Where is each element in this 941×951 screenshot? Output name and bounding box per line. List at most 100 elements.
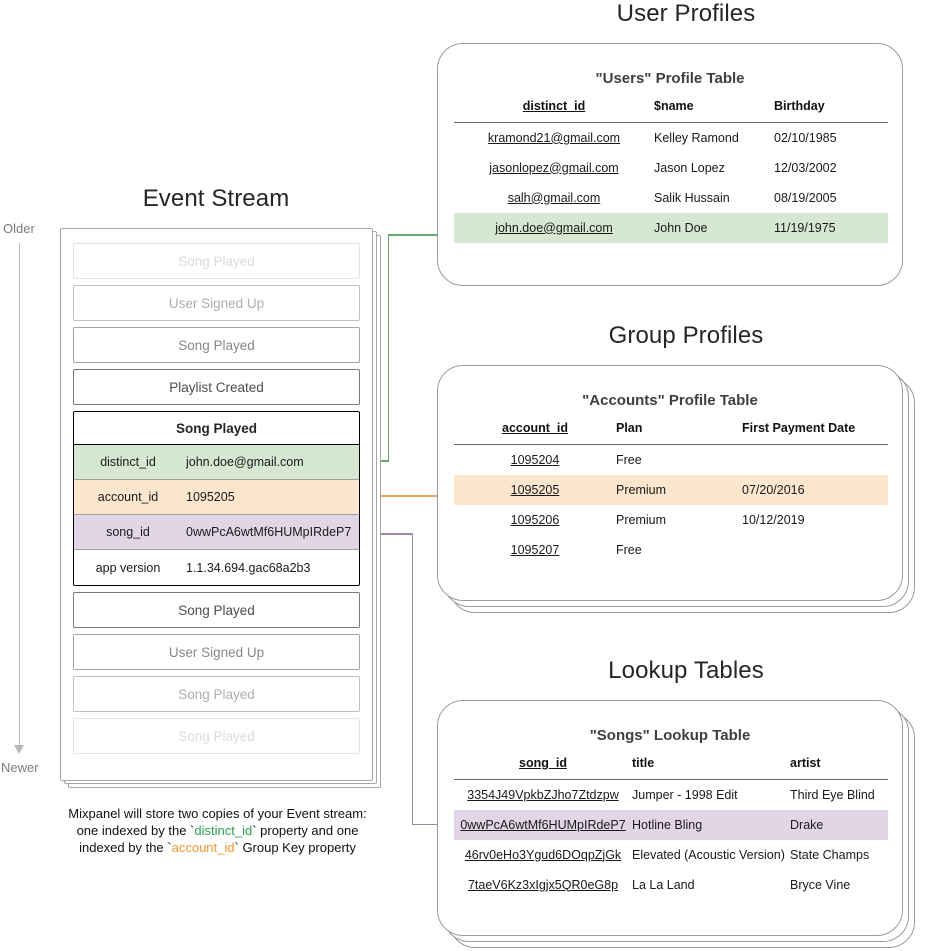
event-stream-caption: Mixpanel will store two copies of your E… xyxy=(36,805,399,856)
songs-table: song_id title artist 3354J49VpkbZJho7Ztd… xyxy=(454,756,888,900)
caption-line-3-post: ` Group Key property xyxy=(234,840,356,855)
table-row[interactable]: 1095207 Free xyxy=(454,535,888,565)
event-property-key: song_id xyxy=(106,525,150,539)
accounts-first-payment-cell xyxy=(742,445,888,475)
accounts-plan-cell: Free xyxy=(616,452,642,467)
table-row[interactable]: salh@gmail.com Salik Hussain 08/19/2005 xyxy=(454,183,888,213)
songs-col-header: title xyxy=(632,756,790,780)
songs-title-cell: La La Land xyxy=(632,877,695,892)
songs-artist-cell: Bryce Vine xyxy=(790,877,851,892)
songs-artist-cell: State Champs xyxy=(790,847,870,862)
users-table-card: "Users" Profile Table distinct_id $name … xyxy=(437,43,903,286)
users-distinct-id-cell: salh@gmail.com xyxy=(507,190,601,205)
event-property-value: 1095205 xyxy=(186,490,235,504)
table-row[interactable]: 1095204 Free xyxy=(454,445,888,475)
event-stream-title: Event Stream xyxy=(142,185,290,212)
event-property-value: 1.1.34.694.gac68a2b3 xyxy=(186,560,311,575)
accounts-id-cell: 1095206 xyxy=(510,512,560,527)
table-header-row: distinct_id $name Birthday xyxy=(454,99,888,123)
users-birthday-cell: 12/03/2002 xyxy=(774,160,837,175)
table-header-row: account_id Plan First Payment Date xyxy=(454,421,888,445)
users-name-cell: Jason Lopez xyxy=(654,160,725,175)
accounts-table-card-wrap: "Accounts" Profile Table account_id Plan… xyxy=(437,365,915,613)
table-row[interactable]: 3354J49VpkbZJho7Ztdzpw Jumper - 1998 Edi… xyxy=(454,780,888,810)
table-row-highlighted[interactable]: 1095205 Premium 07/20/2016 xyxy=(454,474,888,505)
accounts-col-header: account_id xyxy=(454,421,616,445)
accounts-first-payment-cell xyxy=(742,535,888,565)
songs-title-cell: Elevated (Acoustic Version) xyxy=(632,847,785,862)
users-table: distinct_id $name Birthday kramond21@gma… xyxy=(454,99,888,243)
table-row-highlighted[interactable]: john.doe@gmail.com John Doe 11/19/1975 xyxy=(454,212,888,243)
accounts-id-cell: 1095207 xyxy=(510,542,560,557)
event-property-row: account_id 1095205 xyxy=(74,480,359,515)
event-property-row: distinct_id john.doe@gmail.com xyxy=(74,445,359,480)
accounts-col-header: First Payment Date xyxy=(742,421,888,445)
event-property-key: account_id xyxy=(97,490,159,504)
table-row[interactable]: 46rv0eHo3Ygud6DOqpZjGk Elevated (Acousti… xyxy=(454,840,888,870)
songs-artist-cell: Third Eye Blind xyxy=(790,787,875,802)
accounts-col-header: Plan xyxy=(616,421,742,445)
users-table-card-wrap: "Users" Profile Table distinct_id $name … xyxy=(437,43,903,286)
accounts-table-title: "Accounts" Profile Table xyxy=(582,392,758,409)
accounts-first-payment-cell: 07/20/2016 xyxy=(742,474,888,505)
timeline-arrow-icon xyxy=(14,745,24,754)
songs-title-cell: Hotline Bling xyxy=(632,809,790,840)
accounts-plan-cell: Free xyxy=(616,542,642,557)
timeline-newer-label: Newer xyxy=(1,760,39,775)
event-property-row: song_id 0wwPcA6wtMf6HUMpIRdeP7 xyxy=(74,515,359,550)
event-property-value: john.doe@gmail.com xyxy=(186,455,304,469)
table-row[interactable]: 7taeV6Kz3xIgjx5QR0eG8p La La Land Bryce … xyxy=(454,870,888,900)
event-item[interactable]: Playlist Created xyxy=(73,369,360,405)
songs-col-header: song_id xyxy=(454,756,632,780)
selected-event-name: Song Played xyxy=(74,412,359,445)
users-birthday-cell: 11/19/1975 xyxy=(774,212,888,243)
selected-event-card[interactable]: Song Played distinct_id john.doe@gmail.c… xyxy=(73,411,360,586)
caption-line-1: Mixpanel will store two copies of your E… xyxy=(68,806,367,821)
users-distinct-id-cell: kramond21@gmail.com xyxy=(487,130,621,145)
songs-table-card-wrap: "Songs" Lookup Table song_id title artis… xyxy=(437,700,915,948)
users-name-cell: John Doe xyxy=(654,212,774,243)
table-row[interactable]: jasonlopez@gmail.com Jason Lopez 12/03/2… xyxy=(454,153,888,183)
users-name-cell: Kelley Ramond xyxy=(654,130,739,145)
table-row[interactable]: 1095206 Premium 10/12/2019 xyxy=(454,505,888,535)
accounts-plan-cell: Premium xyxy=(616,512,667,527)
songs-artist-cell: Drake xyxy=(790,809,888,840)
timeline-older-label: Older xyxy=(3,221,35,236)
songs-title-cell: Jumper - 1998 Edit xyxy=(632,787,738,802)
caption-account-id-key: account_id xyxy=(171,840,235,855)
accounts-table-card: "Accounts" Profile Table account_id Plan… xyxy=(437,365,903,601)
users-name-cell: Salik Hussain xyxy=(654,190,730,205)
users-birthday-cell: 08/19/2005 xyxy=(774,190,837,205)
event-item[interactable]: Song Played xyxy=(73,243,360,279)
songs-table-card: "Songs" Lookup Table song_id title artis… xyxy=(437,700,903,936)
users-distinct-id-cell: john.doe@gmail.com xyxy=(454,212,654,243)
caption-distinct-id-key: distinct_id xyxy=(194,823,253,838)
users-col-header: $name xyxy=(654,99,774,123)
accounts-plan-cell: Premium xyxy=(616,474,742,505)
users-table-title: "Users" Profile Table xyxy=(595,70,745,87)
table-row-highlighted[interactable]: 0wwPcA6wtMf6HUMpIRdeP7 Hotline Bling Dra… xyxy=(454,809,888,840)
event-item[interactable]: Song Played xyxy=(73,592,360,628)
users-birthday-cell: 02/10/1985 xyxy=(774,130,837,145)
event-item[interactable]: Song Played xyxy=(73,676,360,712)
event-property-key: distinct_id xyxy=(100,455,156,469)
songs-id-cell: 46rv0eHo3Ygud6DOqpZjGk xyxy=(464,847,622,862)
songs-id-cell: 0wwPcA6wtMf6HUMpIRdeP7 xyxy=(454,809,632,840)
user-profiles-title: User Profiles xyxy=(616,0,756,27)
event-item[interactable]: User Signed Up xyxy=(73,634,360,670)
songs-col-header: artist xyxy=(790,756,888,780)
songs-id-cell: 7taeV6Kz3xIgjx5QR0eG8p xyxy=(467,877,619,892)
event-item[interactable]: Song Played xyxy=(73,718,360,754)
event-item[interactable]: Song Played xyxy=(73,327,360,363)
event-property-value: 0wwPcA6wtMf6HUMpIRdeP7 xyxy=(186,525,352,539)
event-property-row: app version 1.1.34.694.gac68a2b3 xyxy=(74,550,359,585)
accounts-first-payment-cell: 10/12/2019 xyxy=(742,512,805,527)
songs-table-title: "Songs" Lookup Table xyxy=(589,727,751,744)
event-item[interactable]: User Signed Up xyxy=(73,285,360,321)
caption-line-2-post: ` property and one xyxy=(252,823,359,838)
users-col-header: distinct_id xyxy=(454,99,654,123)
songs-id-cell: 3354J49VpkbZJho7Ztdzpw xyxy=(467,787,619,802)
caption-line-2-pre: one indexed by the ` xyxy=(76,823,195,838)
table-row[interactable]: kramond21@gmail.com Kelley Ramond 02/10/… xyxy=(454,123,888,153)
